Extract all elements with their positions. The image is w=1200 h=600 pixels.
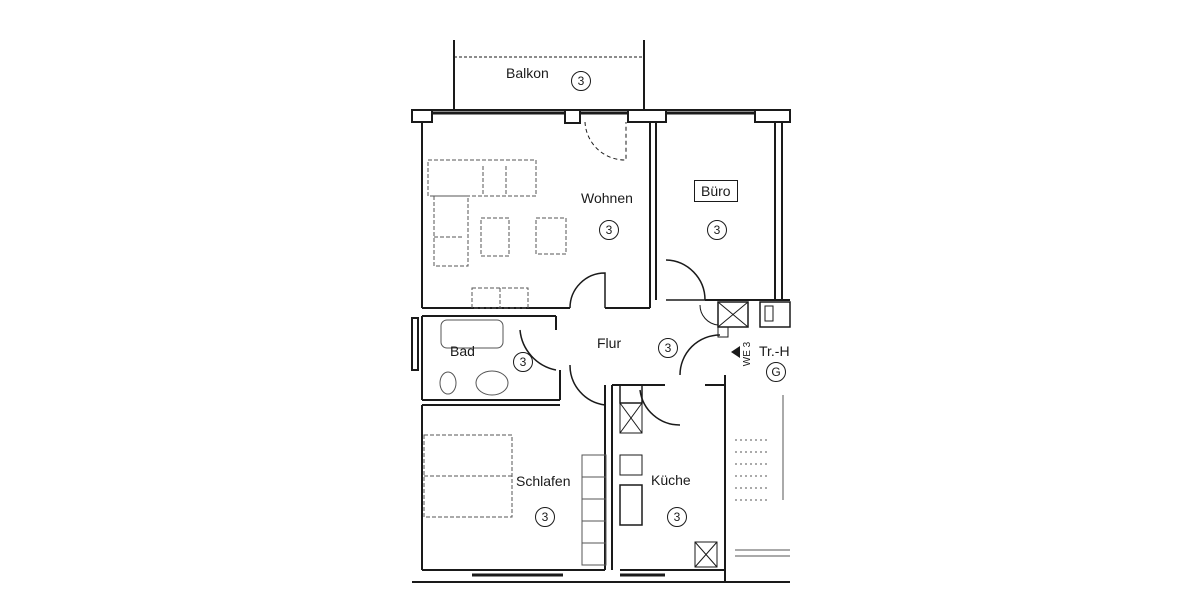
room-number-buero: 3: [707, 220, 727, 240]
room-label-bad: Bad: [450, 343, 475, 359]
balcony-outline: [453, 40, 645, 110]
room-number-balkon: 3: [571, 71, 591, 91]
stairwell: [735, 395, 790, 557]
room-label-balkon: Balkon: [506, 65, 549, 81]
wall-bad: [411, 315, 561, 401]
wall-flur: [569, 334, 721, 426]
room-number-kueche: 3: [667, 507, 687, 527]
room-label-kueche: Küche: [651, 472, 691, 488]
wall-schlafen: [412, 385, 790, 583]
room-label-schlafen: Schlafen: [516, 473, 571, 489]
room-label-buero: Büro: [694, 180, 738, 202]
fixtures-bathroom: [439, 319, 509, 396]
stairwell-marker: G: [766, 362, 786, 382]
wall-wohnen: [421, 121, 657, 309]
room-number-flur: 3: [658, 338, 678, 358]
furniture-living: [427, 159, 567, 309]
room-label-flur: Flur: [597, 335, 622, 351]
room-number-bad: 3: [513, 352, 533, 372]
exterior-wall-top: [411, 109, 791, 124]
stairwell-label: Tr.-H: [759, 343, 790, 359]
room-number-schlafen: 3: [535, 507, 555, 527]
wall-kueche: [611, 375, 726, 582]
entrance-arrow-icon: [731, 346, 740, 358]
wall-buero: [665, 122, 791, 338]
unit-label: WE 3: [742, 341, 754, 367]
room-number-wohnen: 3: [599, 220, 619, 240]
room-label-wohnen: Wohnen: [581, 190, 633, 206]
furniture-bedroom: [423, 434, 607, 566]
